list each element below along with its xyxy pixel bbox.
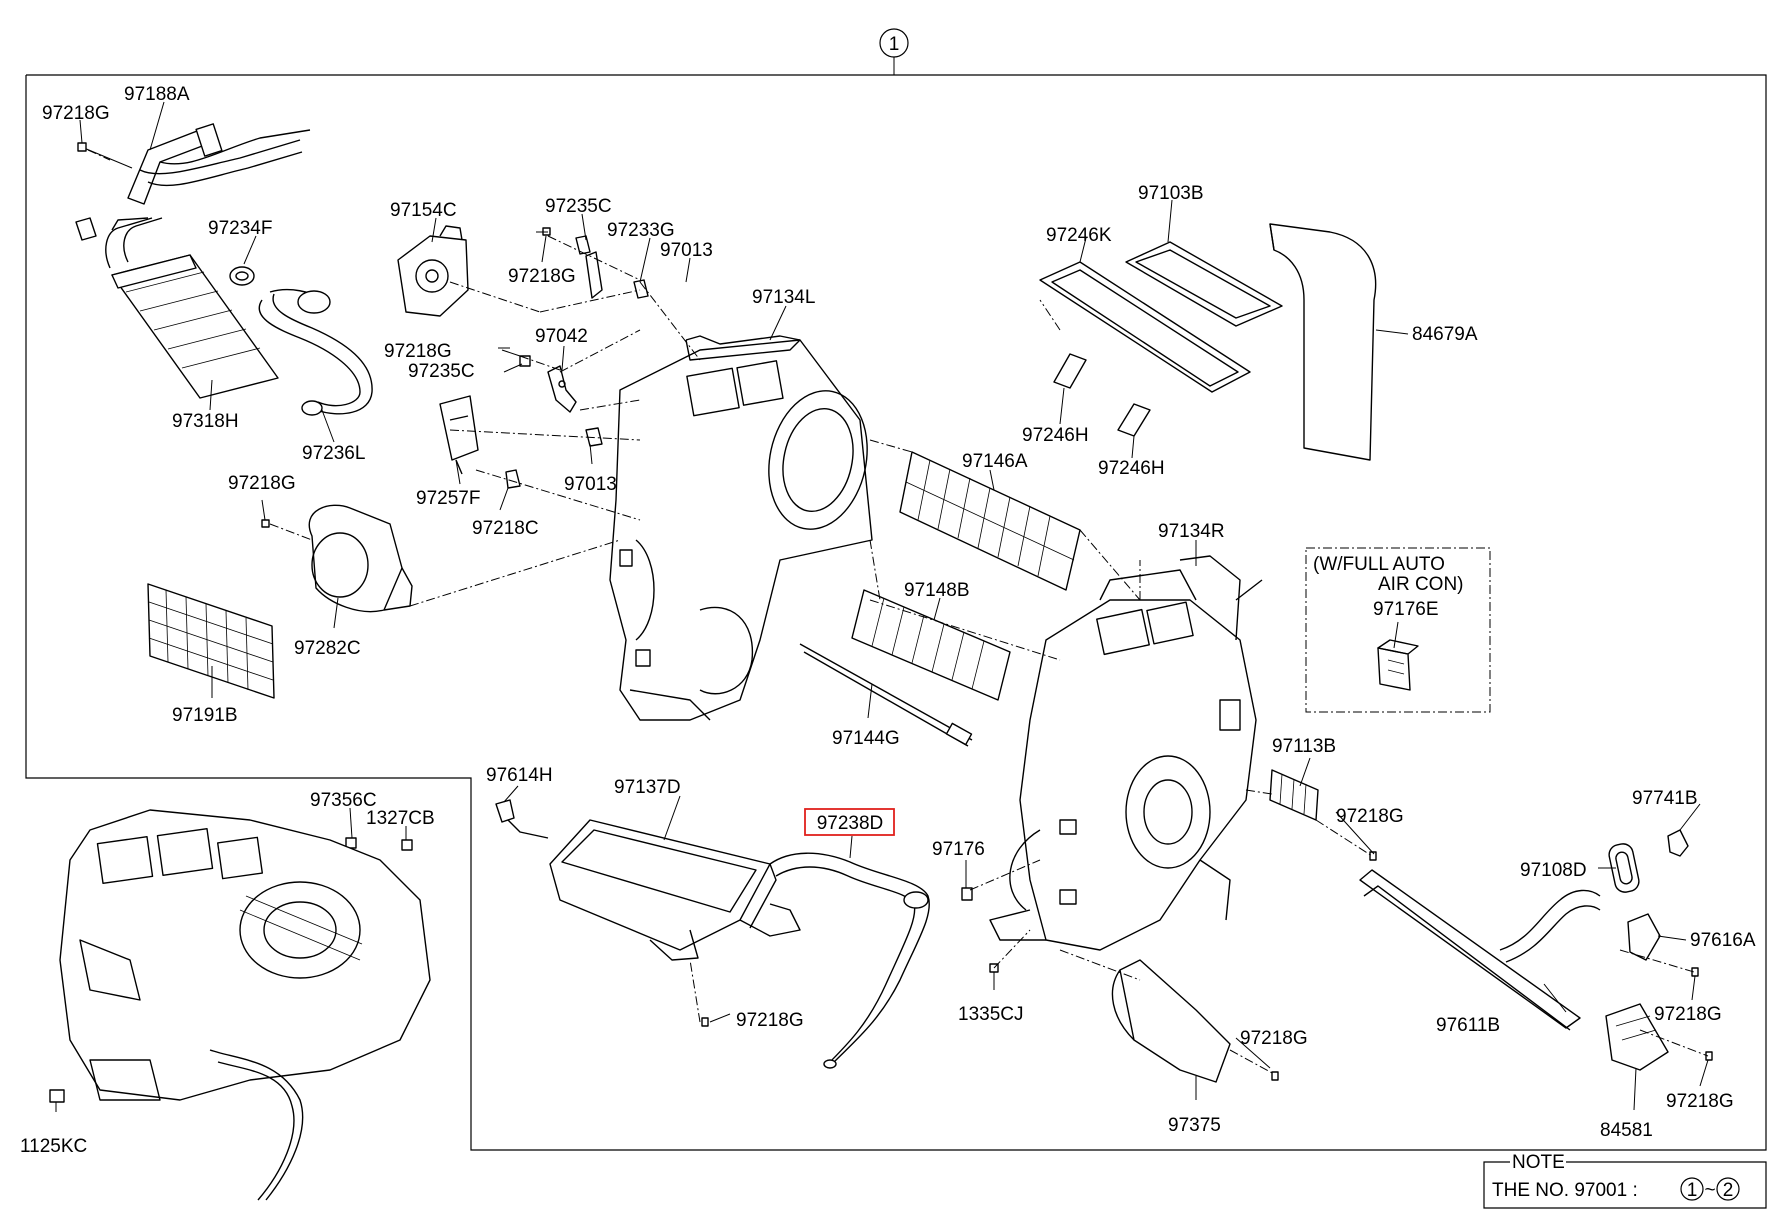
air-door-illustration <box>799 451 1081 747</box>
callout-97233G: 97233G <box>607 220 675 241</box>
callout-97614H: 97614H <box>486 765 553 786</box>
callout-97154C: 97154C <box>390 200 457 221</box>
note-text: THE NO. 97001 : <box>1492 1180 1638 1201</box>
heater-core-illustration <box>75 123 311 399</box>
note-title: NOTE <box>1512 1152 1565 1173</box>
option-box: (W/FULL AUTO AIR CON) 97176E <box>1305 547 1491 713</box>
callout-97741B: 97741B <box>1632 788 1698 809</box>
callout-97146A: 97146A <box>962 451 1028 472</box>
callout-97113B: 97113B <box>1272 736 1336 757</box>
note-box: NOTE THE NO. 97001 : 1 ~ 2 <box>1483 1152 1767 1209</box>
callout-97148B: 97148B <box>904 580 970 601</box>
callout-97218G: 97218G <box>384 341 452 362</box>
callout-97356C: 97356C <box>310 790 377 811</box>
callout-97218G: 97218G <box>1666 1091 1734 1112</box>
note-range-from: 1 <box>1687 1180 1698 1201</box>
diagram-frame: 1 <box>25 28 1767 1151</box>
callout-97235C: 97235C <box>545 196 612 217</box>
callout-97108D: 97108D <box>1520 860 1587 881</box>
air-filter-illustration <box>1039 223 1377 461</box>
callout-97144G: 97144G <box>832 728 900 749</box>
option-box-line2: AIR CON) <box>1378 574 1464 595</box>
callout-97318H: 97318H <box>172 411 239 432</box>
blower-duct-illustration <box>147 504 413 699</box>
assembled-unit-illustration <box>59 809 431 1201</box>
callout-97013: 97013 <box>660 240 713 261</box>
callout-97246H: 97246H <box>1098 458 1165 479</box>
resistor-illustration <box>1269 639 1419 821</box>
highlight-box <box>804 808 895 836</box>
callout-97616A: 97616A <box>1690 930 1756 951</box>
left-housing-illustration <box>609 335 873 721</box>
assembly-marker: 1 <box>889 34 900 55</box>
callout-97176E: 97176E <box>1373 599 1439 620</box>
callout-97218G: 97218G <box>1654 1004 1722 1025</box>
assembly-dashed-lines <box>87 149 1709 1075</box>
callout-leaders <box>55 101 1709 1112</box>
callout-97235C: 97235C <box>408 361 475 382</box>
callout-97218G: 97218G <box>1240 1028 1308 1049</box>
callout-84679A: 84679A <box>1412 324 1478 345</box>
callout-97234F: 97234F <box>208 218 272 239</box>
drain-pan-illustration <box>495 799 930 1069</box>
callout-97188A: 97188A <box>124 84 190 105</box>
callout-97246H: 97246H <box>1022 425 1089 446</box>
callout-97236L: 97236L <box>302 443 365 464</box>
callout-84581: 84581 <box>1600 1120 1653 1141</box>
right-housing-illustration <box>989 555 1263 951</box>
callout-97246K: 97246K <box>1046 225 1112 246</box>
actuator-illustration <box>261 225 649 528</box>
drain-hose-illustration <box>229 266 373 416</box>
callout-97042: 97042 <box>535 326 588 347</box>
note-range-sep: ~ <box>1704 1180 1715 1201</box>
callout-97191B: 97191B <box>172 705 238 726</box>
callout-1125KC: 1125KC <box>20 1136 87 1157</box>
callout-97134R: 97134R <box>1158 521 1225 542</box>
callout-97134L: 97134L <box>752 287 815 308</box>
callout-97137D: 97137D <box>614 777 681 798</box>
callout-97218G: 97218G <box>508 266 576 287</box>
callout-97013: 97013 <box>564 474 617 495</box>
callout-97257F: 97257F <box>416 488 480 509</box>
callout-97282C: 97282C <box>294 638 361 659</box>
callout-97176: 97176 <box>932 839 985 860</box>
callout-97218C: 97218C <box>472 518 539 539</box>
callout-97218G: 97218G <box>228 473 296 494</box>
callout-1327CB: 1327CB <box>366 808 435 829</box>
callout-1335CJ: 1335CJ <box>958 1004 1024 1025</box>
callout-97103B: 97103B <box>1138 183 1204 204</box>
callout-97218G: 97218G <box>736 1010 804 1031</box>
pipe-and-bracket-illustration <box>1111 829 1689 1083</box>
callout-97375: 97375 <box>1168 1115 1221 1136</box>
callout-97218G: 97218G <box>42 103 110 124</box>
option-box-line1: (W/FULL AUTO <box>1313 554 1445 575</box>
callout-97218G: 97218G <box>1336 806 1404 827</box>
callout-97611B: 97611B <box>1436 1015 1500 1036</box>
callout-97238D: 97238D <box>817 813 884 834</box>
note-range-to: 2 <box>1723 1180 1734 1201</box>
part-callouts: 97218G 97188A 97234F 97318H 97236L 97154… <box>20 84 1756 1157</box>
